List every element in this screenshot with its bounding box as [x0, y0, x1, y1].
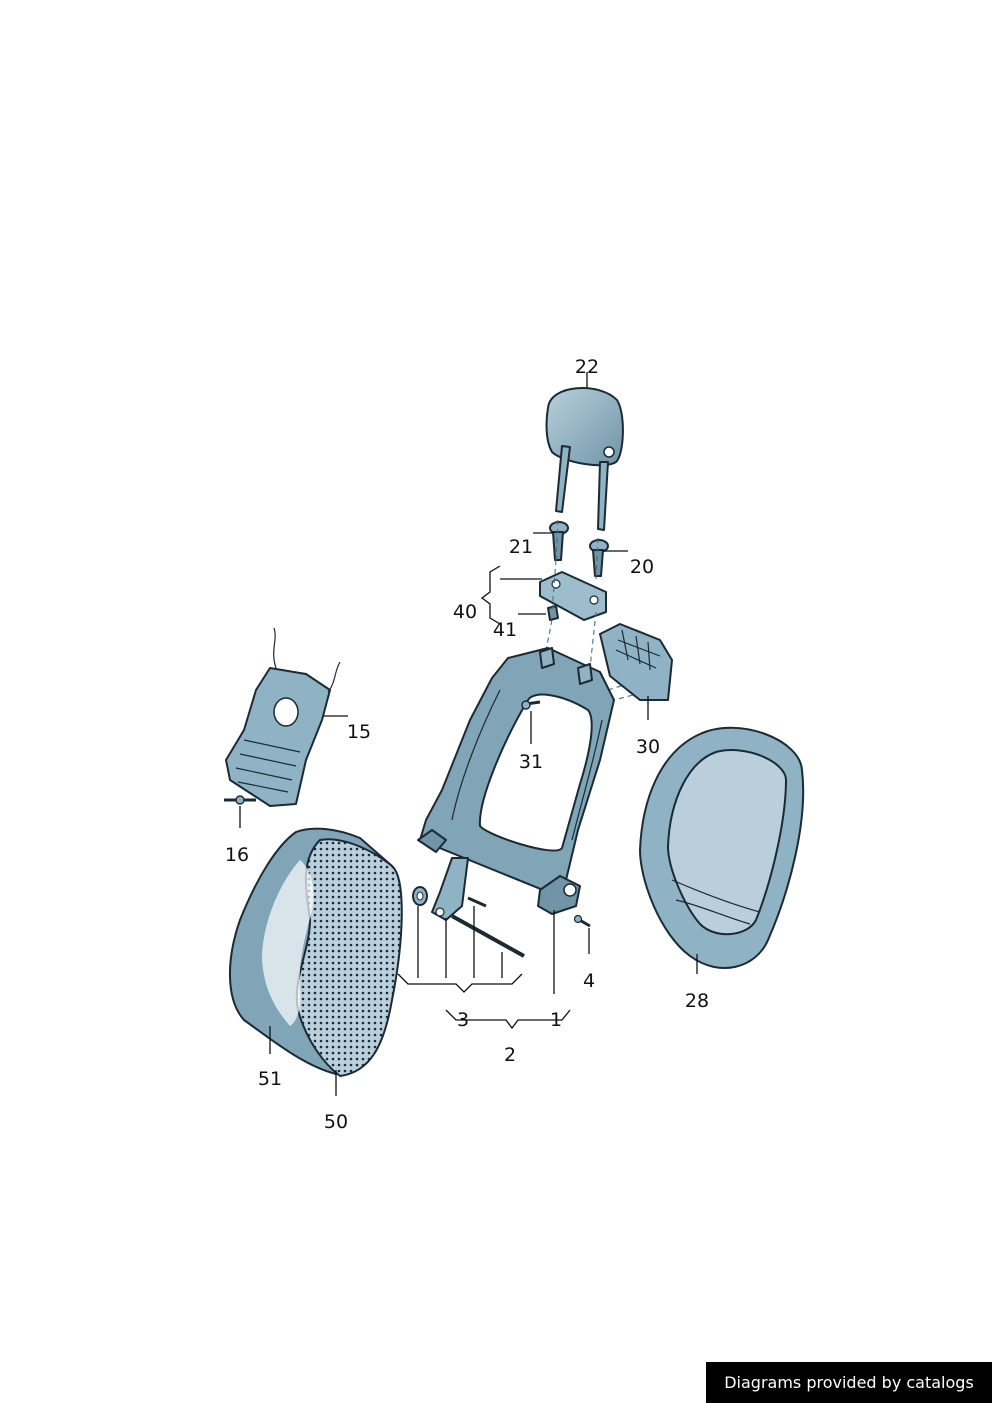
callout-20: 20 [630, 556, 654, 578]
callout-21: 21 [509, 536, 533, 558]
backrest-frame [417, 647, 615, 915]
callout-31: 31 [519, 751, 543, 773]
backrest-rear-panel [639, 726, 805, 969]
recliner-lever [431, 857, 469, 921]
callout-50: 50 [324, 1111, 348, 1133]
trim-bracket [539, 571, 607, 621]
callout-4: 4 [583, 970, 595, 992]
lumbar-support [225, 627, 341, 807]
credit-text: Diagrams provided by catalogs parts [724, 1373, 974, 1392]
callout-15: 15 [347, 721, 371, 743]
callout-3: 3 [457, 1009, 469, 1031]
adjustment-mechanism [599, 623, 673, 701]
callout-2: 2 [504, 1044, 516, 1066]
callout-22: 22 [575, 356, 599, 378]
backrest-cover [262, 838, 403, 1077]
headrest-guide-right [589, 539, 609, 577]
screw-16 [224, 795, 256, 805]
screw-4 [573, 914, 591, 928]
callout-28: 28 [685, 990, 709, 1012]
callout-51: 51 [258, 1068, 282, 1090]
headrest [545, 387, 624, 531]
callout-30: 30 [636, 736, 660, 758]
callout-41: 41 [493, 619, 517, 641]
credit-banner: Diagrams provided by catalogs parts [706, 1362, 992, 1403]
screw-31 [521, 700, 541, 710]
washer [412, 886, 428, 906]
leader-lines [239, 372, 698, 1096]
callout-labels: 22 21 20 40 41 15 30 31 16 4 28 3 1 2 51… [225, 356, 709, 1133]
callout-40: 40 [453, 601, 477, 623]
pin-rod [451, 914, 525, 958]
callout-1: 1 [550, 1009, 562, 1031]
callout-16: 16 [225, 844, 249, 866]
screw-3 [467, 896, 487, 908]
headrest-guide-left [549, 521, 569, 561]
clip [547, 605, 559, 621]
